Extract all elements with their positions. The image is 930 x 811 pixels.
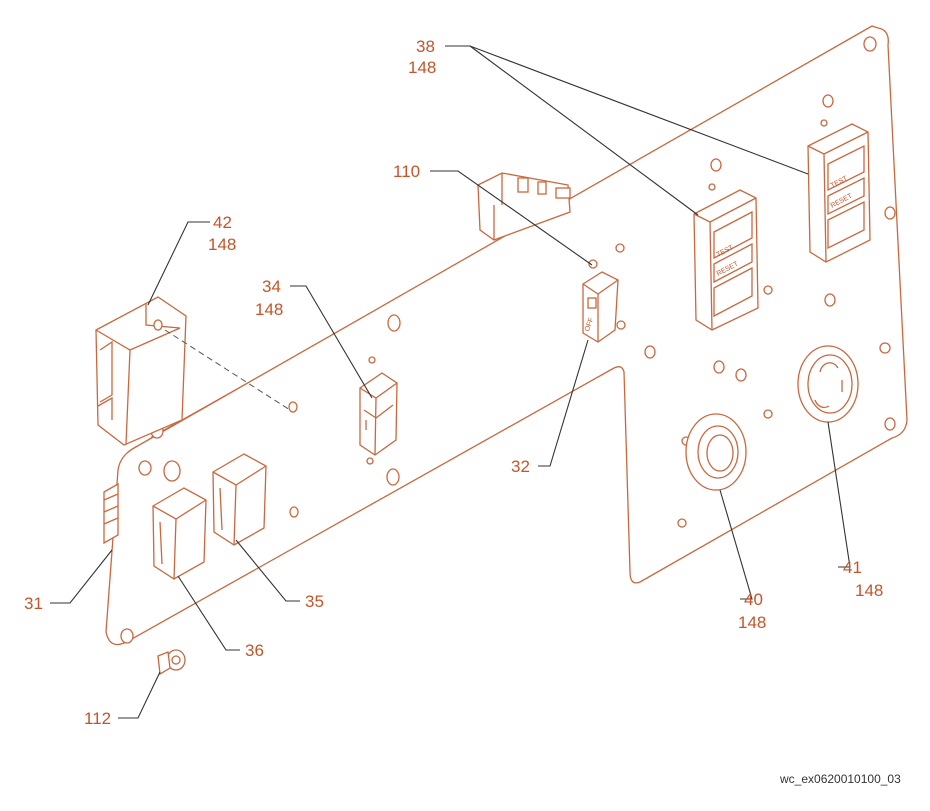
- callout-32: 32: [511, 457, 530, 476]
- callout-110: 110: [393, 162, 420, 181]
- terminal-block-110: [477, 172, 571, 241]
- reference-code: wc_ex0620010100_03: [779, 772, 901, 786]
- gfci-receptacle-38-right: TEST RESET: [807, 123, 871, 263]
- switch-32: OFF: [582, 271, 619, 343]
- plate-mounting-holes: [120, 36, 896, 644]
- callout-42-qty: 148: [208, 235, 236, 254]
- callout-labels: 38 148 110 42 148 34 148 32 31 35 36 40 …: [24, 37, 883, 728]
- twist-lock-receptacle-41: [797, 345, 859, 423]
- callout-35: 35: [305, 592, 324, 611]
- callout-36: 36: [245, 641, 264, 660]
- callout-112: 112: [84, 709, 111, 728]
- rocker-switch-34: [359, 372, 398, 456]
- control-panel-plate: [105, 25, 908, 646]
- callout-40: 40: [744, 590, 763, 609]
- screw-112: [157, 649, 186, 676]
- callout-34-qty: 148: [255, 300, 283, 319]
- callout-40-qty: 148: [738, 613, 766, 632]
- terminal-strip-31: [103, 482, 119, 545]
- callout-42: 42: [213, 213, 232, 232]
- breaker-switch-36: [152, 487, 207, 580]
- breaker-switch-35: [212, 453, 267, 546]
- callout-41-qty: 148: [855, 581, 883, 600]
- callout-31: 31: [24, 594, 43, 613]
- callout-38: 38: [416, 37, 435, 56]
- switch-off-label: OFF: [584, 317, 595, 333]
- callout-41: 41: [843, 558, 862, 577]
- leader-lines: [50, 45, 851, 719]
- callout-38-qty: 148: [408, 58, 436, 77]
- circuit-breaker-42: [95, 296, 187, 446]
- callout-34: 34: [262, 277, 281, 296]
- round-receptacle-40: [685, 413, 747, 491]
- gfci-receptacle-38-left: TEST RESET: [693, 189, 759, 331]
